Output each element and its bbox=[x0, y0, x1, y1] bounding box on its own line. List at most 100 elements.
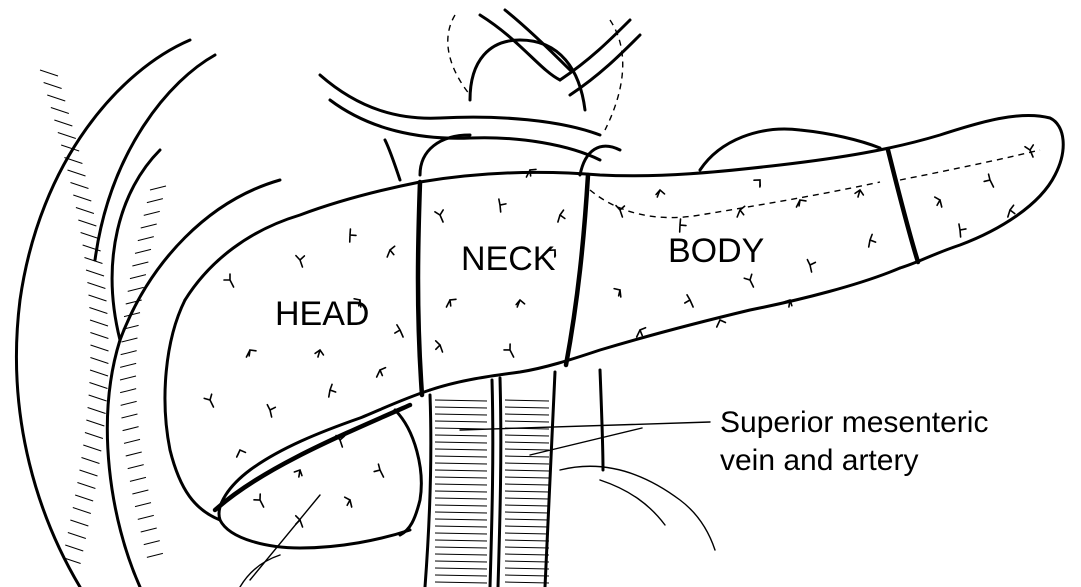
body-label: BODY bbox=[668, 232, 764, 270]
tissue-tick bbox=[807, 260, 815, 272]
vessel-hatch-line bbox=[505, 463, 549, 464]
hatch-line bbox=[84, 258, 102, 264]
vessel-hatch-line bbox=[435, 540, 487, 541]
vessel-hatch-line bbox=[505, 540, 549, 541]
hatch-line bbox=[124, 439, 140, 443]
hatch-line bbox=[44, 83, 62, 89]
tissue-tick bbox=[516, 300, 524, 307]
hatch-line bbox=[120, 363, 136, 367]
hatch-line bbox=[68, 170, 86, 176]
hatch-line bbox=[121, 401, 137, 405]
hatch-line bbox=[68, 533, 86, 539]
vessel-hatch-line bbox=[505, 421, 549, 422]
hatch-line bbox=[132, 490, 148, 494]
vessel-hatch-line bbox=[435, 533, 487, 534]
vessel-hatch-line bbox=[505, 470, 549, 471]
tissue-tick bbox=[504, 344, 514, 357]
vessel-hatch-line bbox=[435, 407, 487, 408]
tissue-tick bbox=[680, 219, 686, 232]
vessel-hatch-line bbox=[505, 491, 549, 492]
hatch-line bbox=[77, 483, 95, 489]
hatch-line bbox=[128, 287, 144, 291]
hatch-line bbox=[120, 376, 136, 380]
hatch-line bbox=[144, 541, 160, 545]
vessel-hatch-line bbox=[505, 575, 549, 576]
hatch-line bbox=[121, 414, 137, 418]
hatch-line bbox=[87, 283, 105, 289]
superior-mesenteric-vessels bbox=[425, 370, 603, 587]
vessel-hatch-line bbox=[505, 512, 549, 513]
tissue-tick bbox=[387, 246, 394, 257]
vessel-hatch-line bbox=[435, 463, 487, 464]
hatch-line bbox=[128, 465, 144, 469]
vessel-hatch-line bbox=[505, 449, 549, 450]
hatch-line bbox=[70, 183, 88, 189]
vessel-hatch-line bbox=[435, 456, 487, 457]
tissue-tick bbox=[984, 174, 993, 187]
tissue-tick bbox=[246, 350, 256, 357]
hatch-line bbox=[75, 495, 93, 501]
hatch-line bbox=[89, 395, 107, 401]
vessel-hatch-line bbox=[435, 547, 487, 548]
hatch-line bbox=[54, 120, 72, 126]
tissue-tick bbox=[744, 274, 753, 287]
tissue-tick bbox=[377, 368, 386, 377]
tissue-tick bbox=[614, 289, 621, 297]
vessel-hatch-line bbox=[435, 575, 487, 576]
hatch-line bbox=[121, 338, 137, 342]
hatch-line bbox=[141, 224, 157, 228]
hatch-line bbox=[86, 420, 104, 426]
tissue-tick bbox=[267, 405, 275, 417]
hatch-line bbox=[147, 553, 163, 557]
hatch-line bbox=[126, 300, 142, 304]
hatch-line bbox=[135, 249, 151, 253]
vessel-hatch-line bbox=[505, 505, 549, 506]
hatch-line bbox=[65, 545, 83, 551]
hatch-line bbox=[91, 345, 109, 351]
neck-label: NECK bbox=[461, 240, 556, 278]
callout-line-1: Superior mesenteric bbox=[720, 406, 988, 439]
hatch-line bbox=[89, 383, 107, 389]
hatch-line bbox=[86, 270, 104, 276]
head-label: HEAD bbox=[275, 295, 369, 333]
tissue-tick bbox=[717, 320, 726, 327]
tissue-tick bbox=[935, 197, 942, 207]
upper-vessels bbox=[320, 10, 880, 180]
vessel-hatch-line bbox=[435, 512, 487, 513]
hatch-line bbox=[89, 295, 107, 301]
hatch-line bbox=[73, 195, 91, 201]
tissue-tick bbox=[435, 210, 443, 222]
tissue-tick bbox=[499, 199, 506, 212]
hatch-line bbox=[138, 237, 154, 241]
tissue-tick bbox=[558, 210, 565, 222]
vessel-hatch-line bbox=[435, 449, 487, 450]
tissue-tick bbox=[395, 325, 403, 337]
hatch-line bbox=[90, 358, 108, 364]
vessel-hatch-line bbox=[435, 491, 487, 492]
tissue-tick bbox=[959, 224, 966, 237]
hatch-line bbox=[123, 427, 139, 431]
vessel-hatch-line bbox=[505, 561, 549, 562]
hatch-line bbox=[70, 520, 88, 526]
hatch-line bbox=[121, 351, 137, 355]
vessel-hatch-line bbox=[505, 456, 549, 457]
hatch-line bbox=[81, 458, 99, 464]
vessel-hatch-line bbox=[435, 477, 487, 478]
hatch-line bbox=[80, 470, 98, 476]
hatch-line bbox=[144, 211, 160, 215]
vessel-hatch-line bbox=[435, 414, 487, 415]
hatch-line bbox=[150, 186, 166, 190]
tissue-tick bbox=[616, 206, 624, 217]
hatch-line bbox=[81, 233, 99, 239]
vessel-hatch-line bbox=[505, 582, 549, 583]
vessel-hatch-line bbox=[505, 519, 549, 520]
vessel-hatch-line bbox=[435, 400, 487, 401]
vessel-hatch-line bbox=[505, 568, 549, 569]
tissue-tick bbox=[294, 470, 302, 477]
vessel-hatch-line bbox=[435, 554, 487, 555]
hatch-line bbox=[40, 70, 58, 76]
vessel-hatch-line bbox=[505, 547, 549, 548]
hatch-line bbox=[130, 275, 146, 279]
hatch-line bbox=[58, 133, 76, 139]
